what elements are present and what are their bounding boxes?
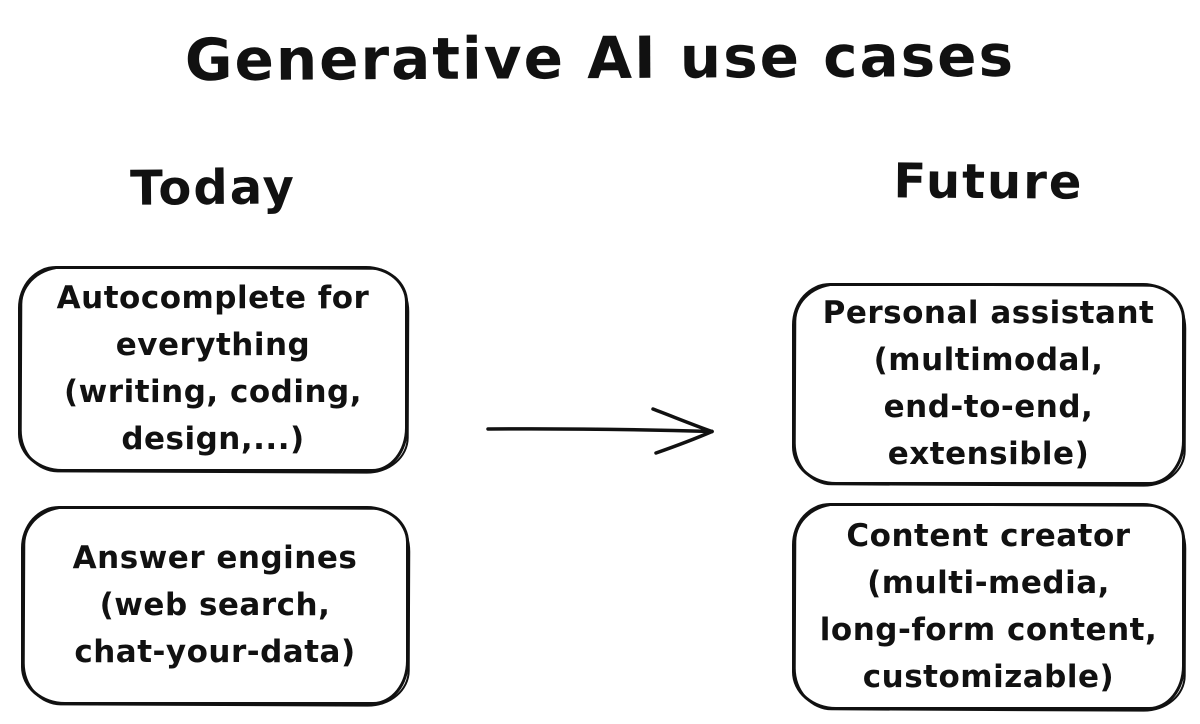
- box-autocomplete-for-everything: Autocomplete for everything (writing, co…: [18, 266, 408, 472]
- box-answer-engines: Answer engines (web search, chat-your-da…: [21, 506, 409, 705]
- box-personal-assistant-text: Personal assistant (multimodal, end-to-e…: [822, 295, 1155, 472]
- box-answer-engines-text: Answer engines (web search, chat-your-da…: [72, 540, 358, 670]
- box-autocomplete-text: Autocomplete for everything (writing, co…: [56, 280, 370, 457]
- diagram-title: Generative AI use cases: [184, 21, 1016, 95]
- box-personal-assistant: Personal assistant (multimodal, end-to-e…: [792, 283, 1185, 485]
- column-label-today: Today: [129, 159, 297, 217]
- box-content-creator-text: Content creator (multi-media, long-form …: [819, 517, 1158, 695]
- arrow-today-to-future-icon: [486, 407, 714, 455]
- column-label-future: Future: [893, 153, 1084, 211]
- box-content-creator: Content creator (multi-media, long-form …: [792, 503, 1185, 710]
